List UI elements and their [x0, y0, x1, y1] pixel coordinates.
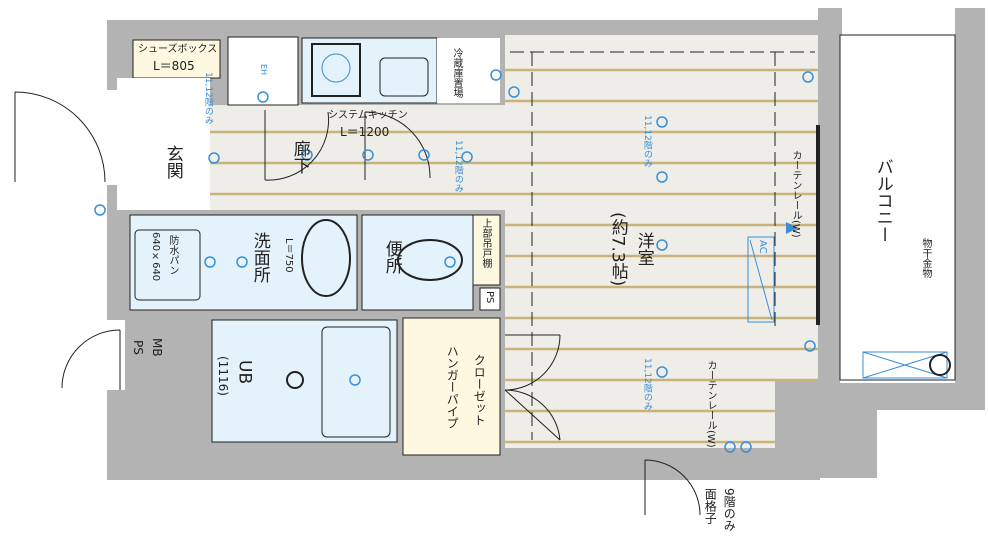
system-kitchen-length: L＝1200 — [340, 125, 390, 139]
system-kitchen-label: システムキッチン — [328, 110, 408, 121]
mb-label: MB — [150, 338, 165, 357]
western-room-floor — [210, 35, 818, 448]
hanger-pipe-label: ハンガーパイプ — [445, 345, 460, 429]
floor-note-2: 11,12階のみ — [452, 140, 463, 193]
shoe-box-label: シューズボックス — [138, 44, 218, 55]
floor-note-1: 11,12階のみ — [202, 72, 213, 125]
curtain-rail-label-2: カーテンレール(W) — [705, 360, 716, 448]
washroom-label: 洗面所 — [249, 232, 270, 283]
lattice-label: 面格子 — [703, 488, 718, 524]
lattice-note: 9階のみ — [722, 488, 737, 532]
ps-label: PS — [131, 340, 146, 355]
eh-label: EH — [258, 64, 268, 76]
curtain-rail-label-1: カーテンレール(W) — [790, 150, 801, 238]
western-room-size: (約7.3帖) — [607, 212, 628, 287]
electrical-symbols — [94, 69, 816, 453]
upper-cabinet-label: 上部吊戸棚 — [480, 218, 491, 268]
floor-note-3: 11,12階のみ — [641, 115, 652, 168]
unit-bath-label: UB — [234, 360, 255, 385]
fridge-space-label: 冷蔵庫置場 — [451, 48, 462, 98]
corridor-label: 廊下 — [289, 140, 310, 174]
shoe-box-length: L＝805 — [153, 59, 195, 73]
waterproof-pan-label: 防水パン — [167, 235, 178, 275]
closet-label: クローゼット — [472, 354, 487, 426]
waterproof-pan-size: 640×640 — [150, 232, 161, 282]
ac-label: AC — [757, 240, 768, 254]
clothes-hanger-label: 物干金物 — [920, 238, 931, 278]
balcony-label: バルコニー — [872, 158, 893, 243]
unit-bath-size: (1116) — [216, 356, 231, 396]
entrance-label: 玄関 — [162, 145, 183, 179]
toilet-label: 便所 — [381, 240, 402, 274]
doors — [14, 51, 815, 516]
western-room-label: 洋室 — [633, 232, 654, 266]
ps-small-label: PS — [484, 291, 495, 304]
floor-note-4: 11,12階のみ — [641, 358, 652, 411]
vanity-length: L＝750 — [283, 238, 294, 273]
